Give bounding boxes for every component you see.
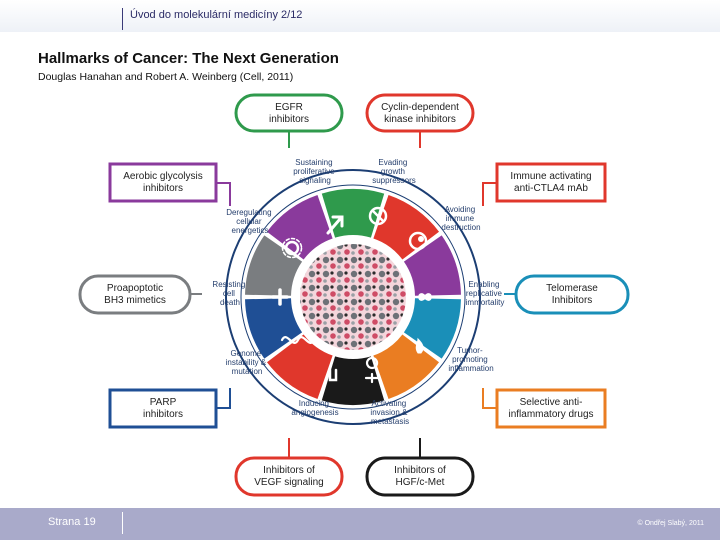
header-text: Úvod do molekulární medicíny 2/12	[130, 9, 303, 21]
hallmark-energetics-label: Deregulating cellular energetics	[226, 208, 274, 235]
segment-proliferative	[321, 189, 385, 238]
footer-bar: Strana 19 © Ondřej Slabý, 2011	[0, 508, 720, 540]
segment-replicative-immortality	[403, 298, 461, 359]
hallmark-inflammation-label: Tumor- promoting inflammation	[448, 346, 493, 373]
segment-icons	[271, 206, 432, 384]
svg-text:Selective anti-inflammatory dr: Selective anti-inflammatory drugs	[508, 397, 593, 420]
connector-lines	[190, 131, 516, 458]
header-divider	[122, 8, 123, 30]
arrow-icon	[326, 215, 344, 235]
segment-genome-instability	[245, 298, 303, 359]
hallmark-growth-label: Evading growth suppressors	[372, 158, 416, 185]
crab-icon	[364, 356, 380, 384]
immune-cell-icon	[408, 231, 428, 251]
vessel-icon	[328, 368, 338, 382]
segment-immune-destruction	[403, 235, 461, 296]
hallmark-angiogenesis-label: Inducing angiogenesis	[291, 399, 338, 417]
therapy-antiinflam: Selective anti-inflammatory drugs	[495, 388, 607, 429]
slide-subtitle: Douglas Hanahan and Robert A. Weinberg (…	[38, 71, 294, 83]
segment-cell-death	[245, 235, 303, 296]
hallmark-invasion-label: Activating invasion & metastasis	[370, 399, 409, 426]
hallmark-replicative-label: Enabling replicative immortality	[466, 280, 505, 307]
footer-divider	[122, 512, 123, 534]
hallmark-genome-label: Genome instability & mutation	[226, 349, 269, 376]
top-bar	[0, 0, 720, 32]
plus-icon	[271, 288, 289, 306]
hallmarks-diagram: Sustaining proliferative signaling Evadi…	[78, 93, 630, 497]
stop-sign-icon	[368, 206, 388, 226]
copyright-text: © Ondřej Slabý, 2011	[637, 520, 704, 527]
tumor-cells-image	[299, 243, 407, 351]
hallmark-immune-label: Avoiding immune destruction	[441, 205, 480, 232]
gear-icon	[281, 237, 303, 259]
hallmark-death-label: Resisting cell death	[212, 280, 247, 307]
hallmark-proliferative-label: Sustaining proliferative signaling	[293, 158, 337, 185]
hallmark-labels: Sustaining proliferative signaling Evadi…	[212, 158, 504, 426]
segment-invasion	[321, 356, 385, 405]
segment-angiogenesis	[266, 334, 333, 399]
hallmark-segments	[245, 189, 461, 405]
page-number: Strana 19	[48, 516, 96, 528]
segment-growth-suppressors	[373, 195, 440, 260]
slide-title: Hallmarks of Cancer: The Next Generation	[38, 50, 339, 67]
dna-icon	[280, 336, 316, 344]
flame-icon	[415, 337, 424, 354]
infinity-icon	[418, 293, 432, 301]
